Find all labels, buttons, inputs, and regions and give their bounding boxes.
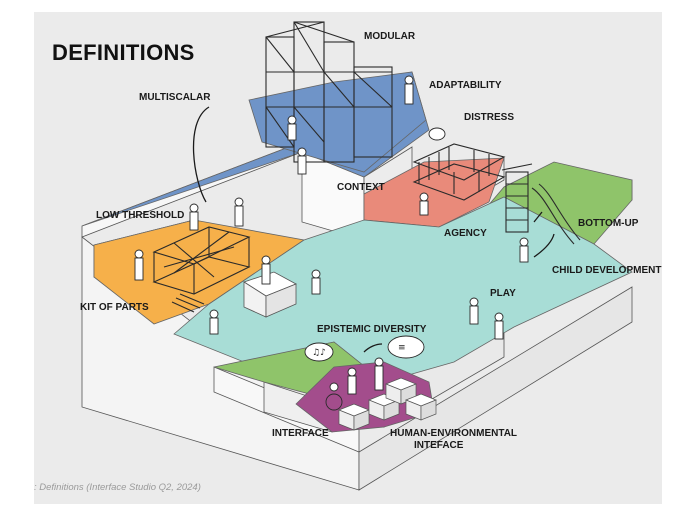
label-agency: AGENCY xyxy=(444,228,487,239)
cube-blocks xyxy=(338,377,437,431)
label-child-development: CHILD DEVELOPMENT xyxy=(552,265,661,276)
figure-caption: : Definitions (Interface Studio Q2, 2024… xyxy=(34,482,201,493)
slide-title: DEFINITIONS xyxy=(52,40,195,65)
modular-tower-frame xyxy=(265,21,393,163)
label-modular: MODULAR xyxy=(364,31,416,42)
label-interface: INTERFACE xyxy=(272,428,329,439)
slide-and-ladder xyxy=(501,163,581,245)
label-kit-of-parts: KIT OF PARTS xyxy=(80,302,149,313)
label-adaptability: ADAPTABILITY xyxy=(429,80,502,91)
label-human-environmental: HUMAN-ENVIRONMENTAL xyxy=(390,428,517,439)
leader-lines xyxy=(192,106,555,353)
label-human-environmental-line2: INTEFACE xyxy=(414,440,464,451)
label-context: CONTEXT xyxy=(337,182,385,193)
label-multiscalar: MULTISCALAR xyxy=(139,92,211,103)
isometric-diagram: ♫♪ ≡ MODULAR MULTISCALAR ADAPTABILITY DI… xyxy=(80,21,661,491)
slide: DEFINITIONS xyxy=(34,12,662,504)
svg-text:≡: ≡ xyxy=(398,343,406,353)
label-epistemic-diversity: EPISTEMIC DIVERSITY xyxy=(317,324,427,335)
context-fence xyxy=(412,127,506,201)
low-threshold-frame xyxy=(152,226,251,313)
label-play: PLAY xyxy=(490,288,516,299)
people-figures xyxy=(134,75,529,411)
svg-text:♫♪: ♫♪ xyxy=(312,348,326,358)
label-bottom-up: BOTTOM-UP xyxy=(578,218,639,229)
label-distress: DISTRESS xyxy=(464,112,514,123)
label-low-threshold: LOW THRESHOLD xyxy=(96,210,184,221)
speech-bubbles: ♫♪ ≡ xyxy=(304,335,425,362)
